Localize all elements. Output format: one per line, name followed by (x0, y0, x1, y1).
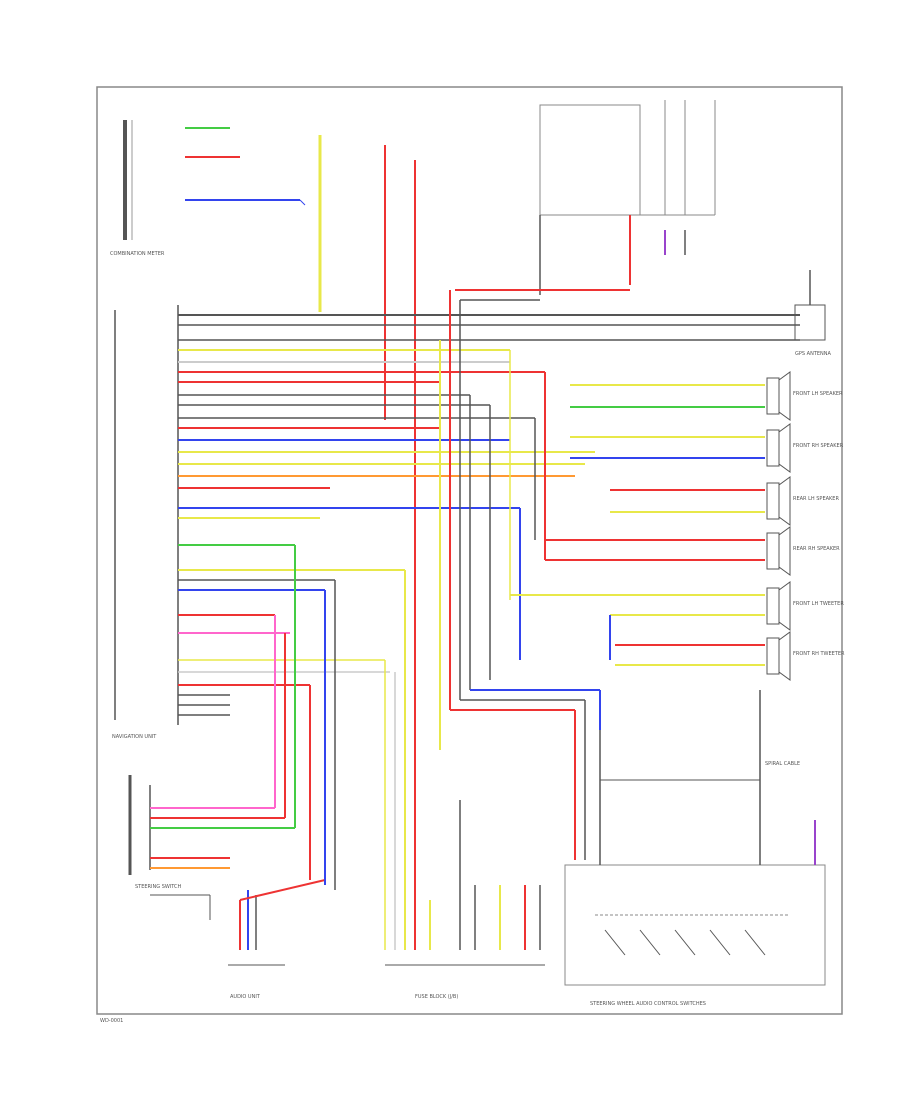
top-fuse-connectors (318, 135, 416, 690)
audio-unit-left-label: AUDIO UNIT (230, 994, 261, 1000)
combination-meter-label: COMBINATION METER (110, 251, 165, 257)
front-left-tweeter: FRONT LH TWEETER (766, 581, 844, 631)
spiral-cable: SPIRAL CABLE (765, 761, 800, 767)
steering-switch: STEERING SWITCH (128, 545, 296, 920)
gps-antenna: GPS ANTENNA (794, 270, 832, 357)
top-right-switch-block (539, 100, 716, 295)
fuse-block-bottom: FUSE BLOCK (J/B) (384, 570, 545, 1000)
steering-switch-label: STEERING SWITCH (135, 884, 182, 890)
navigation-unit-label: NAVIGATION UNIT (112, 734, 157, 740)
front-right-speaker: FRONT RH SPEAKER (766, 423, 844, 473)
front-left-speaker-label: FRONT LH SPEAKER (793, 391, 843, 397)
front-right-tweeter-label: FRONT RH TWEETER (793, 651, 845, 657)
front-right-speaker-label: FRONT RH SPEAKER (793, 443, 844, 449)
rear-left-speaker: REAR LH SPEAKER (766, 476, 839, 526)
rear-right-speaker-label: REAR RH SPEAKER (793, 546, 840, 552)
diagram-frame (96, 86, 843, 1015)
audio-unit-connector: AUDIO UNIT (228, 580, 336, 1000)
spiral-cable-label: SPIRAL CABLE (765, 761, 800, 767)
combination-meter: COMBINATION METER (110, 120, 306, 257)
harness-wires (178, 314, 800, 716)
speaker-wiring (510, 384, 765, 666)
front-left-speaker: FRONT LH SPEAKER (766, 371, 843, 421)
rear-left-speaker-label: REAR LH SPEAKER (793, 496, 839, 502)
rear-right-speaker: REAR RH SPEAKER (766, 526, 840, 576)
steering-controls: STEERING WHEEL AUDIO CONTROL SWITCHES (564, 690, 826, 1007)
footer-id: WD-0001 (100, 1018, 123, 1024)
front-right-tweeter: FRONT RH TWEETER (766, 631, 845, 681)
steering-controls-label: STEERING WHEEL AUDIO CONTROL SWITCHES (590, 1001, 706, 1007)
gps-antenna-label: GPS ANTENNA (795, 351, 832, 357)
front-left-tweeter-label: FRONT LH TWEETER (793, 601, 844, 607)
vertical-wires (439, 289, 630, 860)
navigation-unit: NAVIGATION UNIT (112, 305, 179, 740)
fuse-block-bottom-label: FUSE BLOCK (J/B) (415, 994, 458, 1000)
